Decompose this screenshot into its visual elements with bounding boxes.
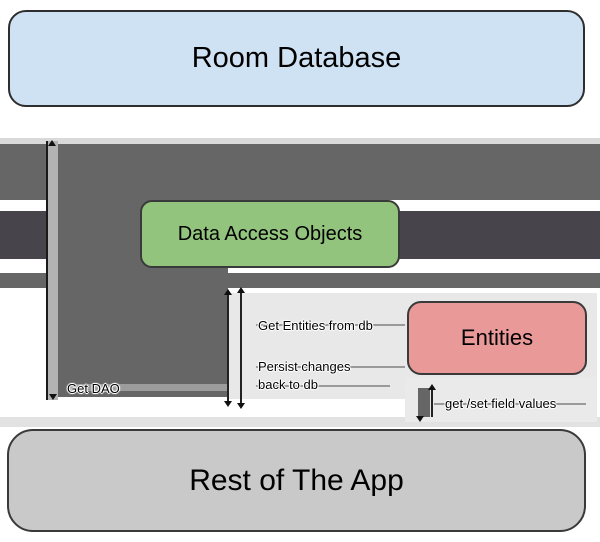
thin-arrow-left-up-icon	[224, 289, 232, 295]
thin-arrow-right-line	[240, 289, 242, 405]
dao-node: Data Access Objects	[140, 200, 400, 268]
persist-changes-arrow-shaft	[256, 366, 405, 368]
top-band-edge	[0, 138, 600, 144]
get-set-panel	[405, 377, 597, 422]
get-entities-edge-label: Get Entities from db	[258, 318, 373, 333]
persist-changes-edge-label: Persist changes back to db	[258, 359, 351, 392]
get-set-arrow-line	[431, 387, 433, 417]
get-dao-edge-label: Get DAO	[67, 381, 120, 396]
entities-label: Entities	[460, 325, 534, 350]
thin-arrow-left-down-icon	[224, 401, 232, 407]
room-database-label: Room Database	[191, 42, 402, 74]
thin-arrow-right-down-icon	[237, 403, 245, 409]
get-entities-arrow-shaft	[256, 324, 405, 326]
get-set-arrow-shaft	[434, 403, 586, 405]
get-dao-arrow-shaft	[70, 384, 227, 391]
get-set-bar	[418, 388, 430, 417]
rest-of-app-label: Rest of The App	[189, 463, 404, 497]
rest-of-app-node: Rest of The App	[7, 429, 586, 532]
thin-arrow-right-up-icon	[237, 287, 245, 293]
get-set-edge-label: get /set field values	[445, 396, 557, 411]
get-dao-bar-arrow	[46, 141, 58, 400]
bar-arrow-up-icon	[48, 140, 56, 146]
get-set-arrow-up-icon	[428, 384, 436, 390]
bottom-band-edge	[0, 417, 600, 427]
dao-label: Data Access Objects	[177, 222, 363, 245]
get-set-arrow-down-icon	[416, 416, 424, 422]
vertical-connector-block	[58, 144, 228, 397]
thin-arrow-left-line	[227, 291, 229, 403]
back-to-db-arrow-shaft	[256, 385, 390, 387]
entities-node: Entities	[407, 301, 587, 375]
bar-arrow-down-icon	[49, 394, 57, 400]
room-database-node: Room Database	[8, 10, 585, 107]
